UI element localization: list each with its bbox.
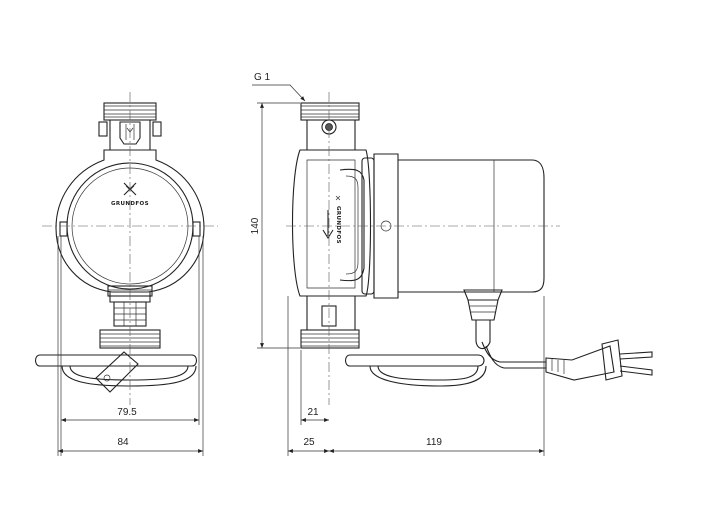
front-cable	[34, 351, 198, 393]
dim-25: 25	[303, 437, 315, 448]
power-plug-icon	[545, 339, 653, 381]
dim-84: 84	[117, 437, 129, 448]
dim-79-5: 79.5	[117, 407, 137, 418]
thread-leader	[252, 84, 306, 102]
side-bottom-connection	[300, 296, 360, 349]
side-pump-body: GRUNDFOS	[291, 149, 372, 297]
dim-119: 119	[426, 437, 442, 448]
side-cable	[344, 341, 546, 387]
dim-140: 140	[250, 217, 261, 234]
front-housing	[55, 149, 205, 293]
thread-label: G 1	[254, 72, 271, 83]
side-view: G 1 GRUNDFOS	[250, 72, 653, 456]
side-cable-gland	[463, 289, 503, 350]
dim-21: 21	[307, 407, 319, 418]
front-view: GRUNDFOS	[34, 92, 218, 456]
side-top-connection	[300, 102, 360, 151]
svg-text:GRUNDFOS: GRUNDFOS	[335, 206, 341, 244]
